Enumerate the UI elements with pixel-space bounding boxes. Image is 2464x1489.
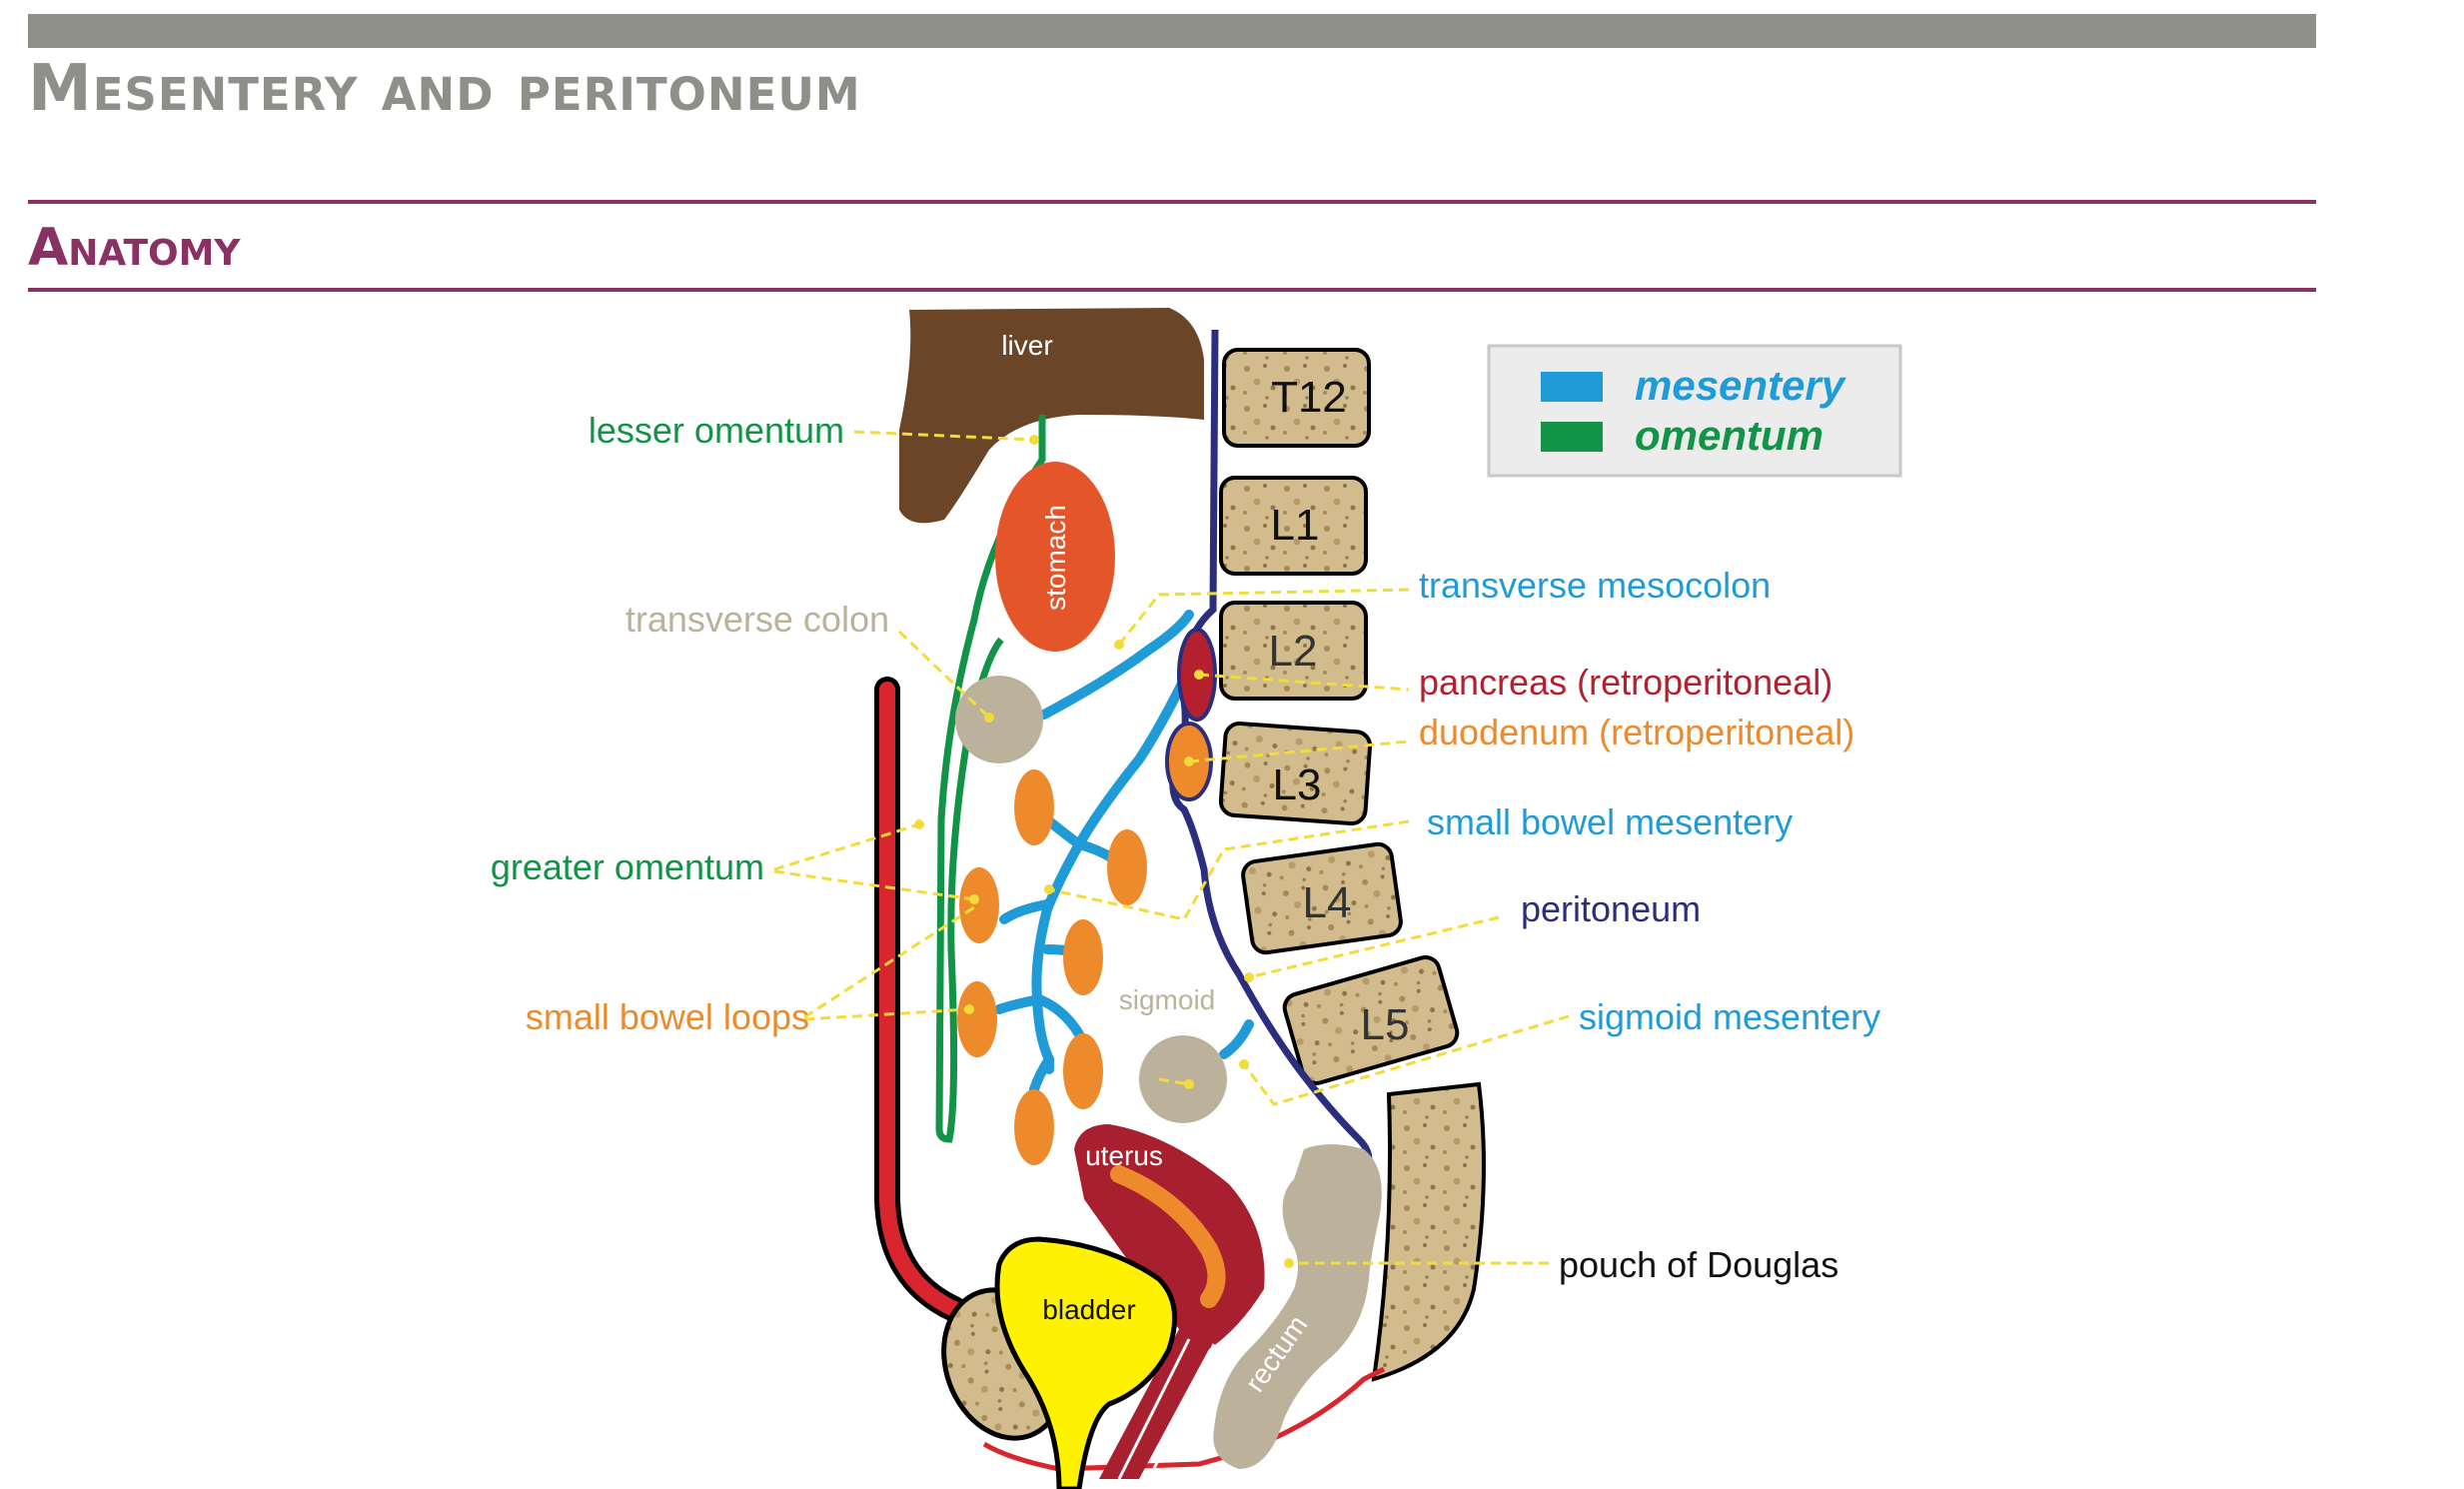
label-peritoneum: peritoneum [1521, 888, 1701, 929]
svg-text:L4: L4 [1303, 878, 1352, 927]
vertebra-l5: L5 [1282, 955, 1460, 1085]
stomach: stomach [995, 462, 1115, 652]
sigmoid: sigmoid [1119, 984, 1227, 1123]
svg-text:L5: L5 [1361, 1000, 1410, 1049]
svg-text:sigmoid: sigmoid [1119, 984, 1215, 1015]
legend: mesentery omentum [1487, 344, 1902, 478]
svg-text:L3: L3 [1273, 760, 1322, 809]
svg-text:bladder: bladder [1042, 1294, 1135, 1325]
label-pouch-of-douglas: pouch of Douglas [1559, 1244, 1839, 1285]
legend-swatch-mesentery [1541, 372, 1603, 402]
vertebra-l2: L2 [1219, 601, 1368, 701]
legend-mesentery: mesentery [1635, 362, 1848, 409]
svg-text:L1: L1 [1271, 501, 1320, 550]
header-bar [28, 14, 2316, 48]
liver: liver [899, 308, 1204, 524]
transverse-colon [955, 676, 1043, 763]
svg-text:L2: L2 [1269, 627, 1318, 676]
label-transverse-mesocolon: transverse mesocolon [1419, 565, 1771, 606]
label-small-bowel-loops: small bowel loops [526, 996, 809, 1037]
label-lesser-omentum: lesser omentum [589, 410, 844, 451]
sigmoid-mesentery [1219, 1019, 1254, 1059]
mesentery-branches [994, 610, 1254, 1094]
abdominal-wall [879, 682, 962, 1317]
label-sigmoid-mesentery: sigmoid mesentery [1579, 996, 1880, 1037]
divider-top [28, 200, 2316, 204]
vertebra-l1: L1 [1219, 476, 1368, 576]
vertebra-t12: T12 [1222, 348, 1371, 448]
section-title: Anatomy [28, 218, 241, 278]
vertebra-l4: L4 [1241, 841, 1403, 955]
divider-bottom [28, 288, 2316, 292]
leader-lines [773, 430, 1570, 1265]
page-title: Mesentery and peritoneum [28, 52, 861, 126]
label-duodenum: duodenum (retroperitoneal) [1419, 712, 1854, 752]
svg-text:uterus: uterus [1085, 1140, 1163, 1171]
small-bowel-loops [957, 769, 1147, 1165]
vertebra-l3: L3 [1218, 722, 1373, 826]
legend-swatch-omentum [1541, 422, 1603, 452]
svg-text:stomach: stomach [1040, 505, 1071, 611]
leader-dots [914, 435, 1294, 1268]
label-transverse-colon: transverse colon [625, 599, 889, 640]
label-pancreas: pancreas (retroperitoneal) [1419, 662, 1833, 703]
bladder: bladder [994, 1236, 1178, 1489]
greater-omentum [935, 438, 1046, 1143]
transverse-mesocolon [1039, 610, 1194, 720]
legend-omentum: omentum [1635, 412, 1824, 459]
sacrum [1371, 1081, 1486, 1382]
svg-text:T12: T12 [1271, 373, 1347, 422]
label-greater-omentum: greater omentum [491, 846, 764, 887]
label-small-bowel-mesentery: small bowel mesentery [1427, 801, 1793, 842]
pelvic-floor-line [982, 1366, 1386, 1472]
svg-text:liver: liver [1001, 330, 1052, 361]
